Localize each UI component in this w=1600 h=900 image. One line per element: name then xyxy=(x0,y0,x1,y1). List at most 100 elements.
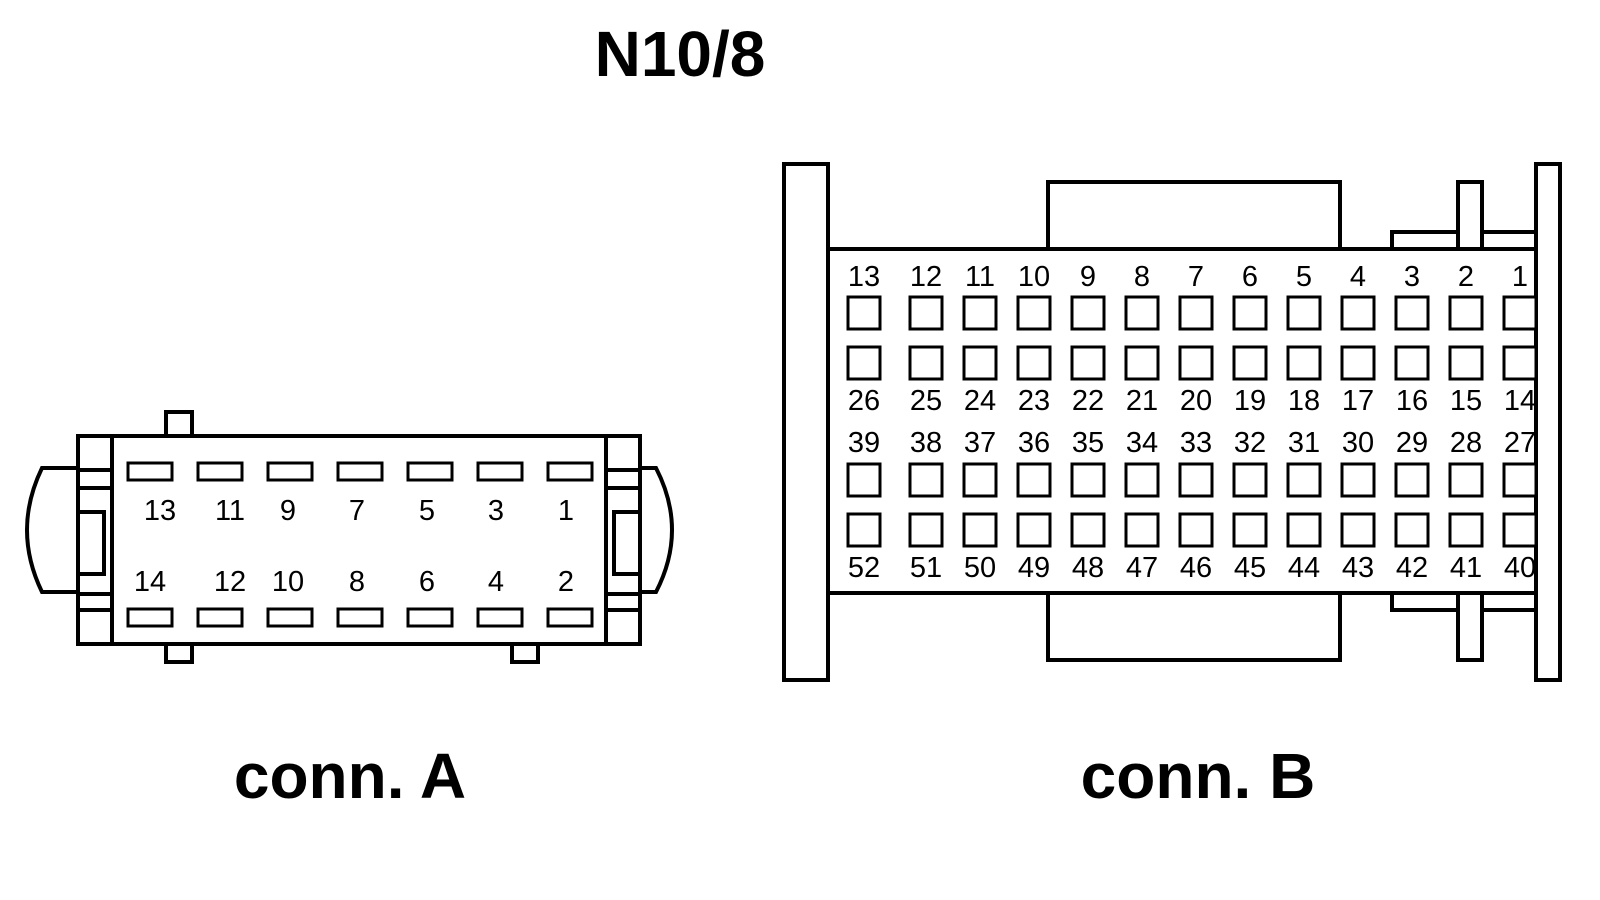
connector-a-right-rail xyxy=(612,510,642,576)
pin-number: 51 xyxy=(910,552,942,584)
pin-number: 36 xyxy=(1018,427,1050,459)
connector-a-bottom-pin-numbers: 14 12 10 8 6 4 2 xyxy=(134,566,574,598)
pin-number: 5 xyxy=(419,495,435,527)
connector-b-top-key xyxy=(1046,180,1342,251)
pin-number: 13 xyxy=(144,495,176,527)
pin-number: 3 xyxy=(1404,261,1420,293)
pin-number: 7 xyxy=(349,495,365,527)
pin-number: 4 xyxy=(1350,261,1366,293)
connector-b-top-latch-tab xyxy=(1390,230,1460,251)
connector-b-row2-cells xyxy=(846,345,1538,381)
pin-number: 10 xyxy=(272,566,304,598)
pin-number: 6 xyxy=(1242,261,1258,293)
pin-number: 9 xyxy=(1080,261,1096,293)
pin-number: 41 xyxy=(1450,552,1482,584)
pin-number: 38 xyxy=(910,427,942,459)
connector-a-left-latch xyxy=(25,466,78,594)
connector-a-corner xyxy=(76,608,114,646)
pin-number: 11 xyxy=(965,261,995,293)
connector-a-label: conn. A xyxy=(234,740,466,812)
pin-number: 4 xyxy=(488,566,504,598)
pin-number: 37 xyxy=(964,427,996,459)
pin-number: 27 xyxy=(1504,427,1536,459)
connector-b-row3-numbers: 39 38 37 36 35 34 33 32 31 30 29 28 27 xyxy=(848,427,1536,459)
pin-number: 45 xyxy=(1234,552,1266,584)
pin-number: 12 xyxy=(214,566,246,598)
pin-number: 1 xyxy=(1512,261,1528,293)
connector-a-top-slots xyxy=(126,461,594,482)
connector-b-left-rail xyxy=(782,162,830,682)
diagram-title: N10/8 xyxy=(595,18,766,90)
pin-number: 30 xyxy=(1342,427,1374,459)
connector-a: 13 11 9 7 5 3 1 14 12 10 8 6 4 2 conn. A xyxy=(25,410,674,812)
pin-number: 9 xyxy=(280,495,296,527)
pin-number: 28 xyxy=(1450,427,1482,459)
connector-a-corner xyxy=(76,434,114,472)
pin-number: 14 xyxy=(1504,385,1536,417)
pin-number: 6 xyxy=(419,566,435,598)
pin-number: 14 xyxy=(134,566,166,598)
pin-number: 8 xyxy=(1134,261,1150,293)
pin-number: 2 xyxy=(558,566,574,598)
connector-a-bottom-slots xyxy=(126,607,594,628)
pin-number: 1 xyxy=(558,495,574,527)
connector-b-row4-numbers: 52 51 50 49 48 47 46 45 44 43 42 41 40 xyxy=(848,552,1536,584)
pin-number: 20 xyxy=(1180,385,1212,417)
pin-number: 35 xyxy=(1072,427,1104,459)
connector-a-right-latch xyxy=(620,466,674,594)
pin-number: 33 xyxy=(1180,427,1212,459)
connector-b-bottom-latch-post xyxy=(1456,591,1484,662)
pin-number: 18 xyxy=(1288,385,1320,417)
pin-number: 21 xyxy=(1126,385,1158,417)
pin-number: 46 xyxy=(1180,552,1212,584)
pin-number: 31 xyxy=(1288,427,1320,459)
connector-b-row1-cells xyxy=(846,295,1538,331)
connector-b-bottom-key xyxy=(1046,591,1342,662)
pin-number: 29 xyxy=(1396,427,1428,459)
pin-number: 50 xyxy=(964,552,996,584)
pin-number: 22 xyxy=(1072,385,1104,417)
pin-number: 34 xyxy=(1126,427,1158,459)
pin-number: 47 xyxy=(1126,552,1158,584)
connector-b-row2-numbers: 26 25 24 23 22 21 20 19 18 17 16 15 14 xyxy=(848,385,1536,417)
pin-number: 3 xyxy=(488,495,504,527)
connector-a-top-pin-numbers: 13 11 9 7 5 3 1 xyxy=(144,495,574,527)
pin-number: 15 xyxy=(1450,385,1482,417)
pin-number: 26 xyxy=(848,385,880,417)
pin-number: 8 xyxy=(349,566,365,598)
pin-number: 49 xyxy=(1018,552,1050,584)
pin-number: 11 xyxy=(215,495,245,527)
pin-number: 12 xyxy=(910,261,942,293)
pin-number: 5 xyxy=(1296,261,1312,293)
pin-number: 16 xyxy=(1396,385,1428,417)
pin-number: 13 xyxy=(848,261,880,293)
pin-number: 25 xyxy=(910,385,942,417)
pin-number: 48 xyxy=(1072,552,1104,584)
connector-a-corner xyxy=(604,608,642,646)
connector-b-body xyxy=(782,247,1560,595)
connector-b-row1-numbers: 13 12 11 10 9 8 7 6 5 4 3 2 1 xyxy=(848,261,1528,293)
pin-number: 44 xyxy=(1288,552,1320,584)
pin-number: 40 xyxy=(1504,552,1536,584)
connector-b-bottom-latch-tab xyxy=(1390,591,1460,612)
pin-number: 7 xyxy=(1188,261,1204,293)
pin-number: 52 xyxy=(848,552,880,584)
pin-number: 17 xyxy=(1342,385,1374,417)
connector-b-label: conn. B xyxy=(1081,740,1316,812)
connector-a-left-rail xyxy=(76,510,106,576)
pin-number: 43 xyxy=(1342,552,1374,584)
pin-number: 39 xyxy=(848,427,880,459)
connector-b-row3-cells xyxy=(846,462,1538,498)
pin-number: 23 xyxy=(1018,385,1050,417)
pin-number: 2 xyxy=(1458,261,1474,293)
connector-b-top-latch-post xyxy=(1456,180,1484,251)
pin-number: 32 xyxy=(1234,427,1266,459)
pin-number: 10 xyxy=(1018,261,1050,293)
connector-b-top-latch-tab xyxy=(1480,230,1538,251)
connector-a-corner xyxy=(604,434,642,472)
pin-number: 24 xyxy=(964,385,996,417)
connector-b-bottom-latch-tab xyxy=(1480,591,1538,612)
connector-b: 13 12 11 10 9 8 7 6 5 4 3 2 1 26 25 24 2… xyxy=(782,162,1562,812)
connector-b-right-rail xyxy=(1534,162,1562,682)
